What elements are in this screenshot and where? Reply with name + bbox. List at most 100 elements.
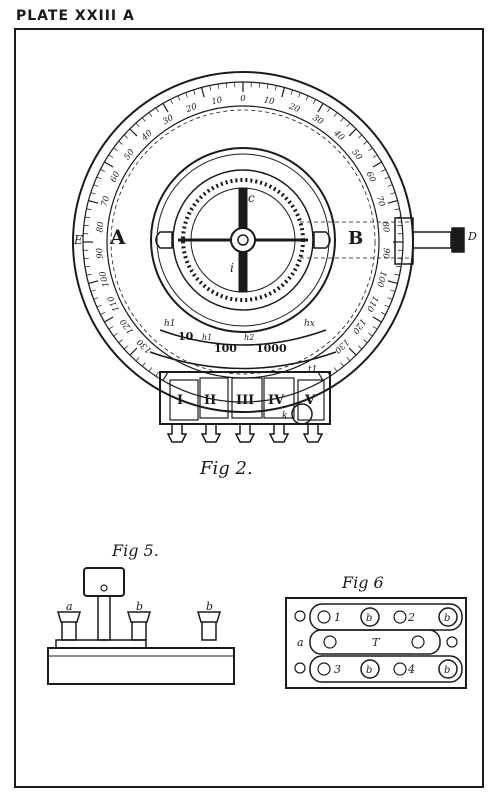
scale-tick (88, 280, 99, 284)
scale-tick (348, 128, 357, 137)
scale-tick (90, 192, 96, 195)
fig5-post-a (56, 611, 82, 641)
scale-label-left-120: 120 (118, 316, 136, 335)
fig5-switch-pin (100, 584, 108, 592)
fig6-caption: Fig 6 (341, 573, 384, 592)
scale-tick (372, 326, 378, 330)
scale-tick (162, 371, 169, 381)
scale-tick (201, 87, 205, 98)
scale-tick (327, 107, 331, 113)
label-hx: hx (304, 319, 315, 329)
fig6-label-T: T (372, 636, 381, 649)
label-h1: h1 (164, 319, 176, 329)
binding-posts (166, 423, 324, 443)
scale-tick (258, 82, 261, 88)
terminal-III: III (236, 393, 254, 408)
scale-tick (129, 347, 138, 356)
scale-tick (368, 147, 373, 152)
scale-tick (390, 289, 396, 292)
scale-tick (142, 362, 146, 367)
scale-tick (340, 362, 344, 367)
scale-tick (193, 89, 196, 95)
fig2-caption: Fig 2. (199, 458, 253, 479)
scale-label-left-70: 70 (100, 194, 113, 208)
scale-ticks (83, 82, 403, 381)
scale-tick (387, 184, 393, 187)
compass-ring (172, 169, 314, 311)
scale-label-0: 0 (240, 94, 246, 104)
scale-tick (333, 367, 338, 372)
scale-label-left-90: 90 (95, 247, 106, 259)
scale-tick (266, 83, 269, 89)
range-letter-h1: h1 (202, 333, 212, 342)
fig5-caption: Fig 5. (111, 541, 159, 560)
scale-tick (340, 117, 344, 122)
label-D: D (467, 230, 477, 243)
scale-label-left-10: 10 (211, 95, 224, 107)
fig5-base (47, 647, 235, 685)
scale-tick (397, 257, 403, 260)
scale-tick (363, 141, 368, 145)
label-c: c (248, 191, 255, 205)
fig6-row2 (309, 629, 441, 655)
scale-tick (372, 161, 382, 168)
scale-tick (380, 312, 386, 315)
scale-tick (368, 332, 373, 337)
scale-label-right-20: 20 (286, 102, 301, 116)
scale-tick (135, 122, 140, 128)
scale-tick (333, 112, 338, 117)
fig5-post-b2 (196, 611, 222, 641)
scale-tick (281, 87, 285, 98)
label-k: k (282, 411, 287, 421)
label-B: B (348, 228, 363, 249)
scale-tick (346, 356, 351, 362)
plate-frame (14, 28, 484, 788)
scale-tick (298, 92, 301, 98)
scale-tick (108, 326, 114, 330)
dashed-ring (110, 109, 376, 375)
scale-tick (394, 273, 400, 276)
scale-tick (155, 107, 159, 113)
scale-tick (142, 117, 146, 122)
figure-5 (47, 567, 235, 685)
scale-tick (104, 316, 114, 323)
scale-tick (84, 216, 90, 219)
scale-tick (113, 332, 118, 337)
fig6-label-b1: b (366, 613, 372, 624)
scale-label-left-40: 40 (139, 128, 155, 144)
scale-label-right-100: 100 (374, 270, 388, 289)
sector-arc-bottom (149, 351, 337, 370)
terminal-II-box (199, 377, 229, 419)
label-E: E (73, 233, 83, 247)
scale-tick (96, 304, 102, 308)
figure-6 (285, 597, 467, 689)
side-knob (451, 227, 465, 253)
scale-tick (83, 257, 89, 260)
fig5-label-b1: b (136, 600, 143, 613)
scale-label-left-60: 60 (109, 169, 123, 184)
scale-tick (86, 208, 92, 211)
fig6-board (285, 597, 467, 689)
scale-tick (100, 312, 106, 315)
scale-tick (348, 347, 357, 356)
scale-tick (129, 128, 138, 137)
scale-tick (118, 339, 123, 343)
scale-tick (317, 371, 324, 381)
scale-label-right-10: 10 (263, 95, 276, 107)
scale-tick (387, 280, 398, 284)
scale-tick (135, 356, 140, 362)
label-t1: t1 (308, 365, 317, 375)
scale-tick (123, 345, 129, 350)
range-100: 100 (214, 342, 237, 355)
scale-tick (394, 208, 400, 211)
terminal-V: V (304, 393, 316, 408)
scale-label-right-70: 70 (374, 195, 387, 209)
scale-tick (84, 265, 90, 268)
scale-label-left-80: 80 (95, 221, 106, 233)
label-A: A (109, 225, 126, 249)
scale-tick (118, 141, 123, 145)
fig6-label-b4: b (444, 665, 450, 676)
scale-tick (96, 176, 102, 180)
scale-tick (380, 169, 386, 172)
